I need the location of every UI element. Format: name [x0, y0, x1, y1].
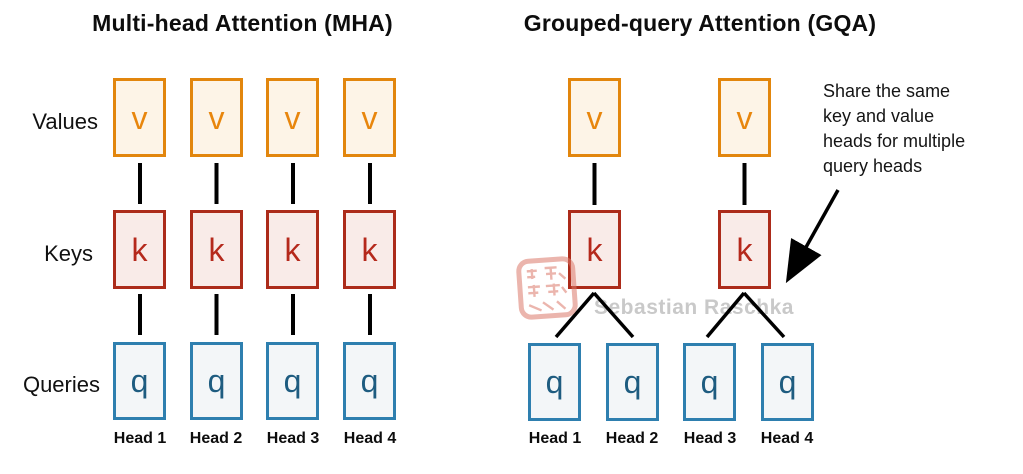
- mha-value-box-2: v: [190, 78, 243, 157]
- mha-key-box-3: k: [266, 210, 319, 289]
- annotation-line: Share the same: [823, 81, 951, 101]
- query-letter: q: [778, 364, 797, 400]
- mha-head-label-1: Head 1: [113, 430, 167, 447]
- gqa-value-box-2: v: [718, 78, 771, 157]
- key-letter: k: [131, 231, 148, 268]
- gqa-key-box-1: k: [568, 210, 621, 289]
- mha-query-box-1: q: [113, 342, 166, 420]
- mha-head-label-2: Head 2: [189, 430, 243, 447]
- value-letter: v: [736, 99, 753, 136]
- query-letter: q: [623, 364, 642, 400]
- gqa-query-box-1: q: [528, 343, 581, 421]
- value-letter: v: [586, 99, 603, 136]
- share-kv-annotation: Share the same key and value heads for m…: [823, 79, 1018, 179]
- mha-key-box-2: k: [190, 210, 243, 289]
- mha-query-box-3: q: [266, 342, 319, 420]
- key-letter: k: [284, 231, 301, 268]
- value-letter: v: [208, 99, 225, 136]
- gqa-value-box-1: v: [568, 78, 621, 157]
- mha-value-box-3: v: [266, 78, 319, 157]
- mha-title: Multi-head Attention (MHA): [92, 10, 393, 36]
- annotation-line: key and value: [823, 106, 935, 126]
- query-letter: q: [545, 364, 564, 400]
- gqa-title: Grouped-query Attention (GQA): [523, 10, 877, 36]
- seal-stamp-watermark: [516, 256, 578, 320]
- gqa-query-box-3: q: [683, 343, 736, 421]
- gqa-head-label-1: Head 1: [528, 430, 582, 447]
- keys-row-label: Keys: [44, 241, 93, 266]
- query-letter: q: [207, 363, 226, 399]
- key-letter: k: [208, 231, 225, 268]
- mha-query-box-2: q: [190, 342, 243, 420]
- key-letter: k: [736, 231, 753, 268]
- key-letter: k: [586, 231, 603, 268]
- gqa-head-label-2: Head 2: [605, 430, 659, 447]
- gqa-head-label-4: Head 4: [760, 430, 814, 447]
- mha-head-label-3: Head 3: [266, 430, 320, 447]
- queries-row-label: Queries: [22, 372, 100, 397]
- value-letter: v: [361, 99, 378, 136]
- value-letter: v: [131, 99, 148, 136]
- gqa-key-box-2: k: [718, 210, 771, 289]
- mha-value-box-1: v: [113, 78, 166, 157]
- mha-query-box-4: q: [343, 342, 396, 420]
- gqa-query-box-4: q: [761, 343, 814, 421]
- annotation-line: query heads: [823, 156, 923, 176]
- mha-key-box-4: k: [343, 210, 396, 289]
- values-row-label: Values: [32, 109, 98, 134]
- mha-key-box-1: k: [113, 210, 166, 289]
- query-letter: q: [360, 363, 379, 399]
- mha-head-label-4: Head 4: [343, 430, 397, 447]
- author-watermark: Sebastian Raschka: [594, 296, 794, 319]
- annotation-line: heads for multiple: [823, 131, 966, 151]
- gqa-head-label-3: Head 3: [683, 430, 737, 447]
- key-letter: k: [361, 231, 378, 268]
- mha-value-box-4: v: [343, 78, 396, 157]
- annotation-arrow: [785, 189, 840, 284]
- query-letter: q: [130, 363, 149, 399]
- value-letter: v: [284, 99, 301, 136]
- query-letter: q: [283, 363, 302, 399]
- gqa-query-box-2: q: [606, 343, 659, 421]
- query-letter: q: [700, 364, 719, 400]
